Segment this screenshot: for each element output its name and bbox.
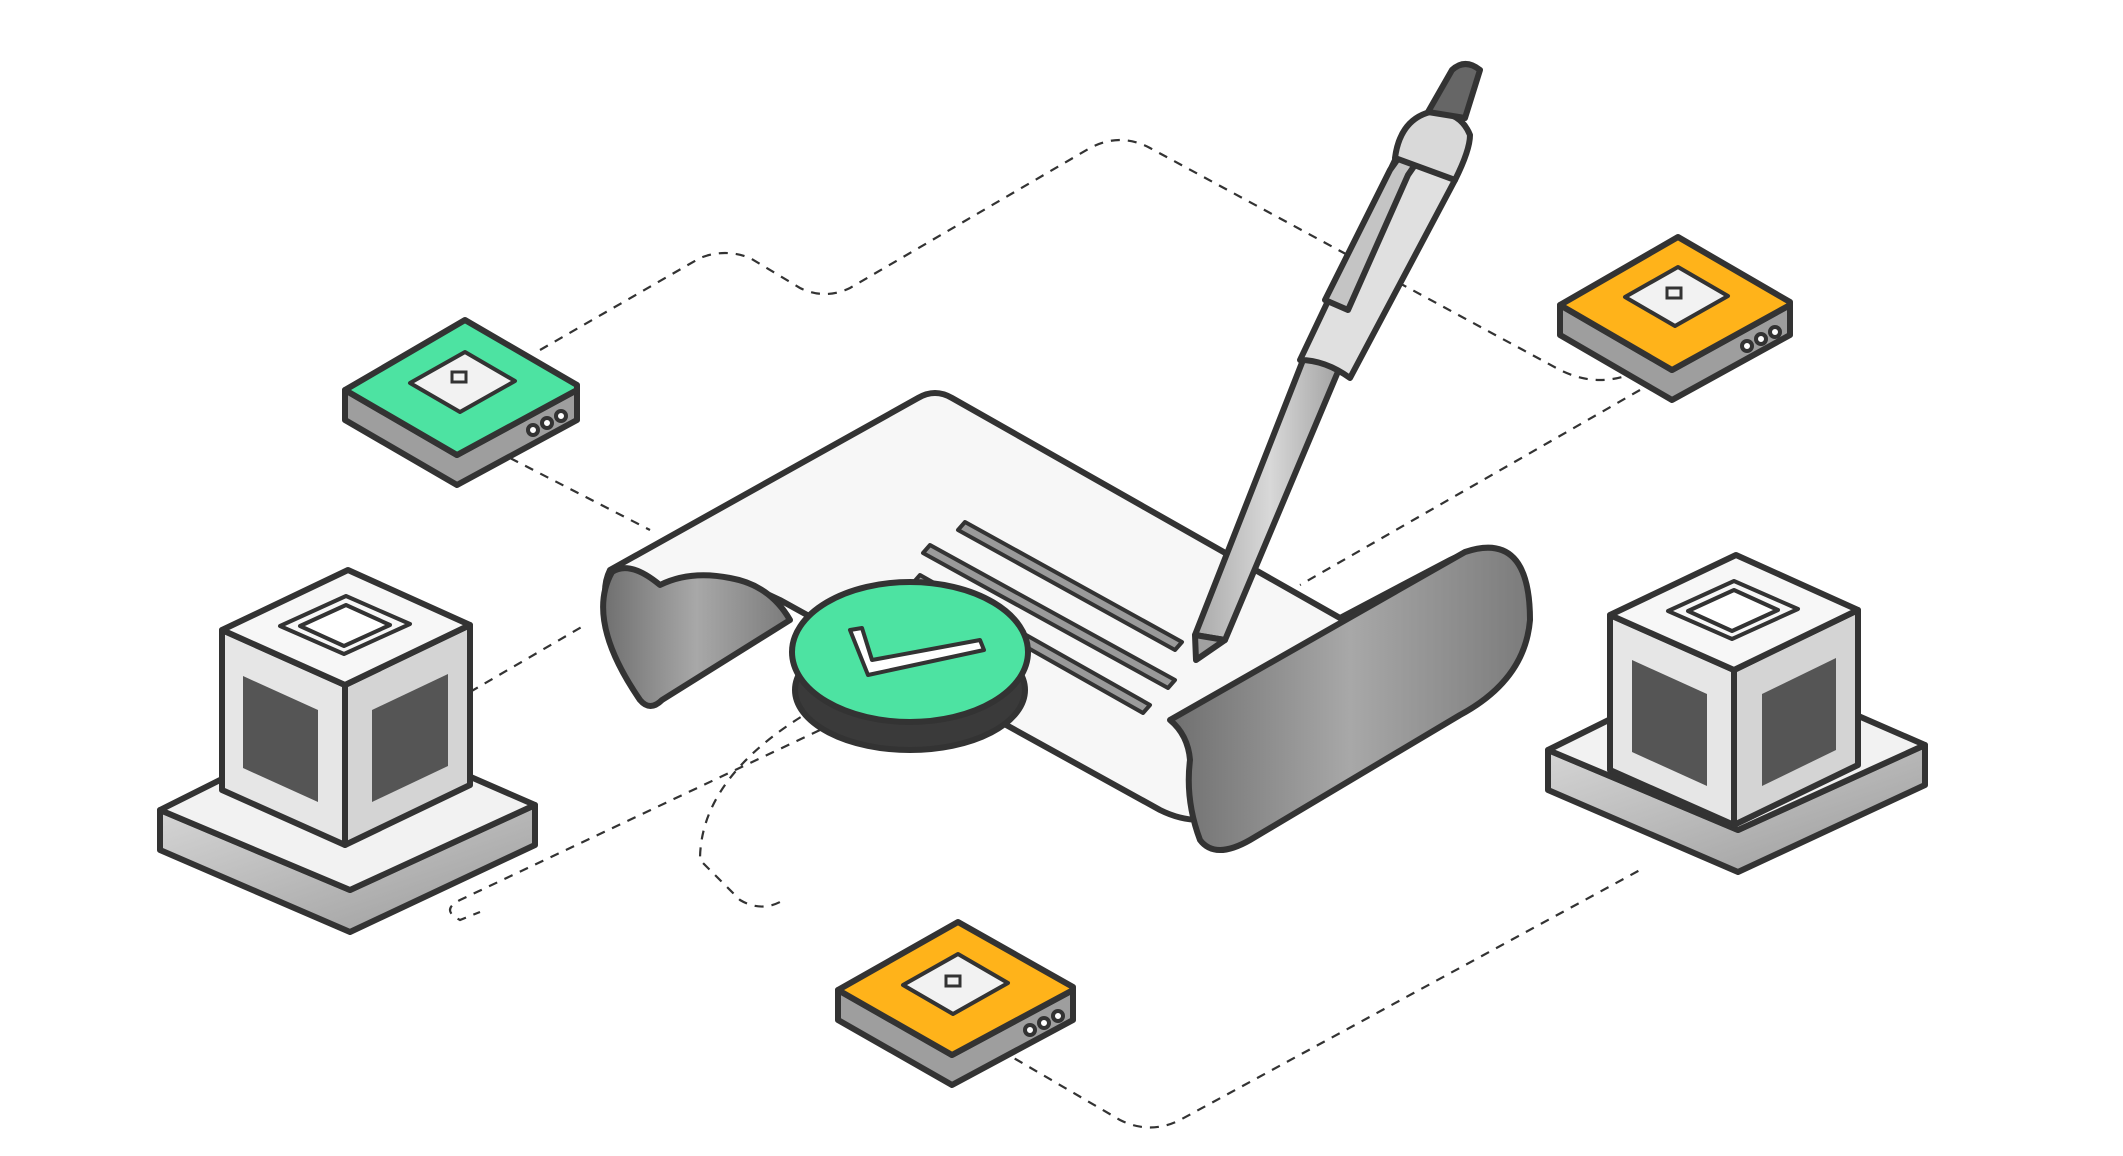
- connection-line: [509, 457, 651, 531]
- status-lights: [1740, 325, 1782, 353]
- ballpoint-pen-icon: [1192, 61, 1483, 663]
- connection-line: [448, 729, 821, 922]
- node-bottom: [835, 919, 1076, 1088]
- connection-line: [1299, 389, 1641, 586]
- checkmark-icon: [848, 626, 986, 677]
- signed-contract-icon: [600, 390, 1533, 853]
- connection-lines: [448, 138, 1641, 1129]
- connection-line: [999, 869, 1641, 1129]
- code-panel-icon: [243, 674, 448, 802]
- server-left: [157, 567, 538, 935]
- status-lights: [526, 409, 568, 437]
- scroll-right-roll: [1167, 544, 1533, 853]
- checkmark-seal-icon: [789, 579, 1031, 753]
- pen-button: [1425, 61, 1483, 121]
- scroll-left-roll: [600, 565, 793, 709]
- server-right: [1545, 552, 1928, 875]
- connection-line: [539, 138, 1641, 382]
- pen-tip: [1192, 632, 1228, 663]
- node-top-right: [1557, 234, 1793, 403]
- connection-line: [698, 699, 831, 908]
- connection-line: [469, 624, 586, 693]
- node-top-left: [342, 317, 580, 488]
- status-lights: [1023, 1009, 1065, 1037]
- code-panel-icon: [1632, 658, 1836, 786]
